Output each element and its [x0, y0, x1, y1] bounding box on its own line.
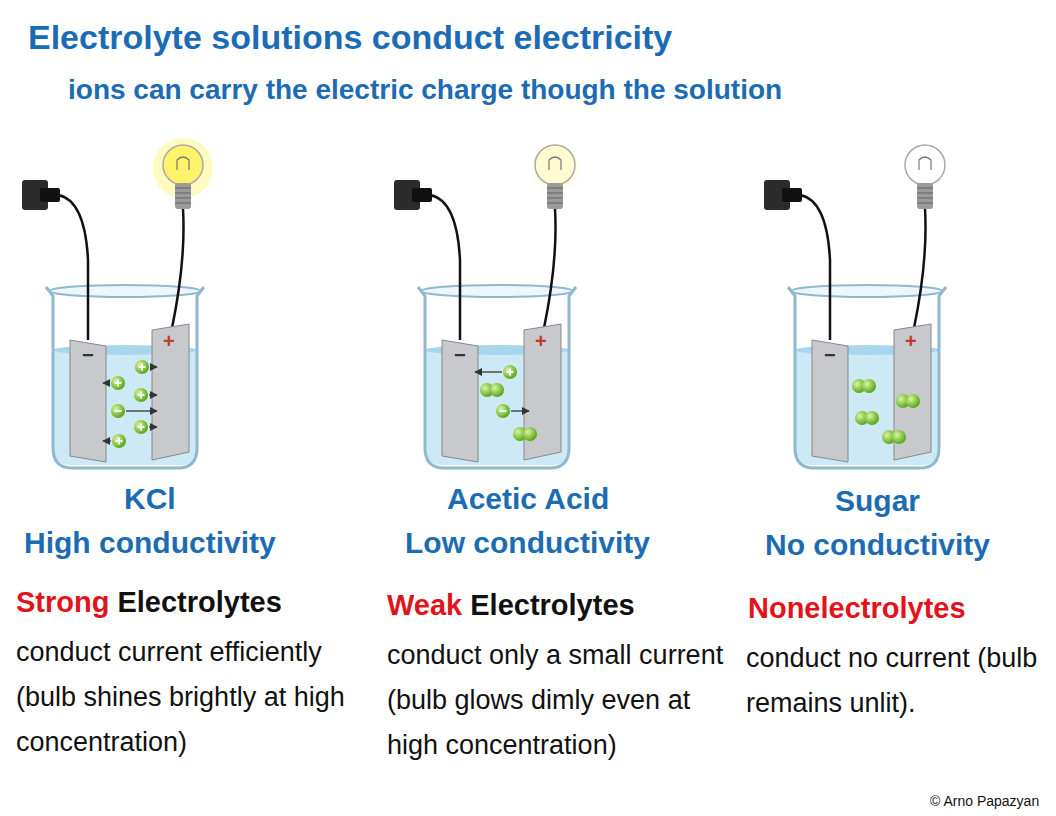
electrode-sign: − — [454, 344, 466, 367]
description: conduct only a small current (bulb glows… — [387, 633, 732, 768]
charge-sign — [509, 369, 511, 376]
cathode — [442, 340, 478, 462]
beaker-setup — [764, 145, 946, 468]
bulb-thread — [175, 203, 191, 204]
beaker-glass — [46, 287, 204, 468]
molecule — [490, 383, 504, 397]
bulb-thread — [547, 193, 563, 194]
beaker-setup — [394, 144, 579, 468]
beaker-setup — [22, 138, 213, 468]
ion-arrow — [103, 382, 110, 383]
molecule — [862, 379, 876, 393]
plug — [782, 188, 802, 202]
ion-arrow — [149, 426, 157, 427]
wire — [800, 195, 830, 340]
anode — [524, 324, 561, 460]
category-word: Electrolytes — [470, 589, 634, 621]
beaker-glass — [788, 287, 946, 468]
molecule — [865, 411, 879, 425]
wire — [430, 195, 460, 340]
conductivity-label: Low conductivity — [405, 526, 650, 560]
heading-line: StrongElectrolytes — [16, 586, 282, 619]
bulb-filament — [919, 157, 931, 170]
ion-arrow — [150, 366, 157, 367]
heading-line: WeakElectrolytes — [387, 589, 635, 622]
ion-arrow — [149, 394, 157, 395]
light-bulb — [535, 145, 575, 185]
charge-sign — [140, 392, 142, 399]
cathode — [812, 340, 848, 462]
beaker-glass — [418, 287, 576, 468]
conductivity-label: No conductivity — [765, 528, 990, 562]
description: conduct no current (bulb remains unlit). — [746, 636, 1051, 726]
light-bulb — [905, 145, 945, 185]
charge-sign — [500, 410, 507, 412]
bulb-filament — [549, 157, 561, 170]
cathode — [70, 340, 106, 462]
charge-sign — [118, 438, 120, 445]
conductivity-label: High conductivity — [24, 526, 276, 560]
charge-sign — [117, 380, 119, 387]
solute-name: Acetic Acid — [447, 482, 609, 516]
plug — [412, 188, 432, 202]
ion-arrow — [511, 410, 529, 411]
ion-arrow — [126, 410, 157, 411]
ion — [134, 420, 148, 434]
category-word: Electrolytes — [117, 586, 281, 618]
molecule — [892, 430, 906, 444]
bulb-base — [547, 183, 563, 209]
bulb-thread — [175, 198, 191, 199]
wire — [58, 195, 88, 340]
bulb-base — [175, 183, 191, 209]
solute-name: Sugar — [835, 484, 920, 518]
electrode-sign: + — [535, 330, 547, 353]
wire — [914, 209, 926, 328]
charge-sign — [140, 424, 142, 431]
electrode-sign: + — [905, 330, 917, 353]
bulb-thread — [917, 203, 933, 204]
ion — [135, 360, 149, 374]
ion — [134, 388, 148, 402]
ion-arrow — [103, 440, 111, 441]
electrode-sign: − — [82, 344, 94, 367]
bulb-base — [917, 183, 933, 209]
bulb-thread — [175, 188, 191, 189]
bulb-filament — [177, 157, 189, 170]
category-word: Nonelectrolytes — [748, 592, 966, 624]
bulb-thread — [547, 198, 563, 199]
category-word: Strong — [16, 586, 109, 618]
ion — [496, 404, 510, 418]
solute-name: KCl — [124, 482, 176, 516]
light-bulb — [163, 145, 203, 185]
molecule — [523, 427, 537, 441]
bulb-thread — [175, 193, 191, 194]
ion — [112, 434, 126, 448]
ion — [111, 376, 125, 390]
ion-arrow — [475, 371, 502, 372]
charge-sign — [141, 364, 143, 371]
electrode-sign: − — [824, 344, 836, 367]
wire — [544, 209, 556, 328]
plug — [40, 188, 60, 202]
molecule — [906, 394, 920, 408]
bulb-thread — [547, 188, 563, 189]
title: Electrolyte solutions conduct electricit… — [28, 18, 672, 57]
electrode-sign: + — [163, 330, 175, 353]
ion — [503, 365, 517, 379]
bulb-thread — [547, 203, 563, 204]
heading-line: Nonelectrolytes — [748, 592, 966, 625]
description: conduct current efficiently (bulb shines… — [16, 630, 366, 765]
category-word: Weak — [387, 589, 462, 621]
anode — [152, 324, 189, 460]
ion — [111, 404, 125, 418]
wire — [172, 209, 184, 328]
copyright-note: © Arno Papazyan — [930, 793, 1039, 809]
subtitle: ions can carry the electric charge thoug… — [68, 74, 782, 106]
charge-sign — [115, 410, 122, 412]
bulb-thread — [917, 193, 933, 194]
bulb-thread — [917, 198, 933, 199]
bulb-thread — [917, 188, 933, 189]
